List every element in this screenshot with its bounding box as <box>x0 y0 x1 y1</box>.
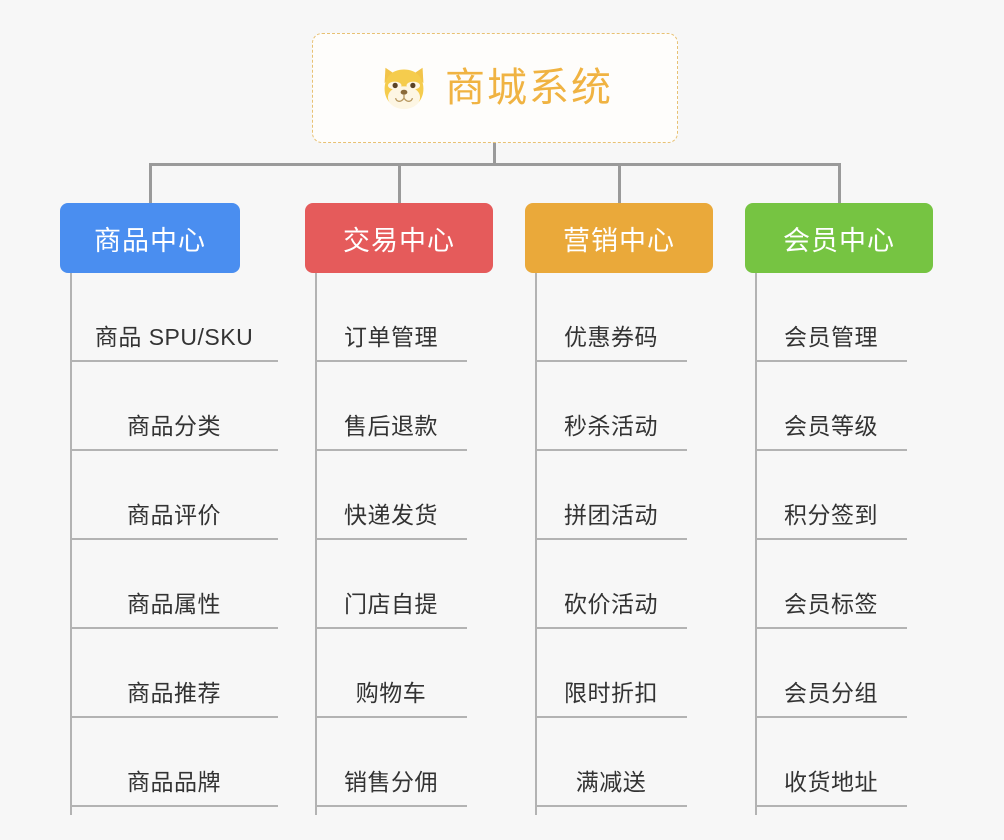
leaf-item-label: 商品 SPU/SKU <box>94 324 254 350</box>
leaf-item[interactable]: 秒杀活动 <box>535 362 687 451</box>
leaf-item[interactable]: 快递发货 <box>315 451 467 540</box>
leaf-item[interactable]: 商品推荐 <box>70 629 278 718</box>
leaf-item[interactable]: 商品评价 <box>70 451 278 540</box>
connector-drop-marketing-center <box>618 163 621 205</box>
category-box-member-center[interactable]: 会员中心 <box>745 203 933 273</box>
leaf-item[interactable]: 门店自提 <box>315 540 467 629</box>
leaf-item-label: 收货地址 <box>784 769 878 795</box>
connector-bus <box>149 163 841 166</box>
leaf-item-label: 销售分佣 <box>344 769 438 795</box>
category-label: 会员中心 <box>783 225 895 256</box>
leaf-item[interactable]: 会员管理 <box>755 273 907 362</box>
leaf-item[interactable]: 限时折扣 <box>535 629 687 718</box>
column-trunk-line <box>535 273 537 815</box>
category-label: 商品中心 <box>94 225 206 256</box>
leaf-item[interactable]: 购物车 <box>315 629 467 718</box>
leaf-item[interactable]: 订单管理 <box>315 273 467 362</box>
leaf-item[interactable]: 商品属性 <box>70 540 278 629</box>
column-trunk-line <box>70 273 72 815</box>
leaf-item[interactable]: 商品分类 <box>70 362 278 451</box>
leaf-item-label: 会员等级 <box>784 413 878 439</box>
leaf-item[interactable]: 售后退款 <box>315 362 467 451</box>
leaf-item-label: 商品分类 <box>127 413 221 439</box>
leaf-item-label: 会员管理 <box>784 324 878 350</box>
root-node[interactable]: 商城系统 <box>312 33 678 143</box>
category-box-marketing-center[interactable]: 营销中心 <box>525 203 713 273</box>
connector-root-stem <box>493 143 496 165</box>
category-label: 交易中心 <box>343 225 455 256</box>
leaf-item-label: 优惠券码 <box>564 324 658 350</box>
leaf-item[interactable]: 会员等级 <box>755 362 907 451</box>
leaf-item-label: 商品评价 <box>127 502 221 528</box>
leaf-item[interactable]: 商品 SPU/SKU <box>70 273 278 362</box>
leaf-item[interactable]: 积分签到 <box>755 451 907 540</box>
leaf-item-label: 积分签到 <box>784 502 878 528</box>
leaf-item[interactable]: 满减送 <box>535 718 687 807</box>
leaf-item-label: 商品属性 <box>127 591 221 617</box>
leaf-item[interactable]: 砍价活动 <box>535 540 687 629</box>
leaf-item-label: 快递发货 <box>344 502 438 528</box>
leaf-item[interactable]: 会员标签 <box>755 540 907 629</box>
leaf-item-label: 商品品牌 <box>127 769 221 795</box>
column-trunk-line <box>755 273 757 815</box>
leaf-list-member-center: 会员管理会员等级积分签到会员标签会员分组收货地址 <box>755 273 907 807</box>
leaf-item-label: 限时折扣 <box>564 680 658 706</box>
leaf-list-marketing-center: 优惠券码秒杀活动拼团活动砍价活动限时折扣满减送 <box>535 273 687 807</box>
leaf-item-label: 门店自提 <box>344 591 438 617</box>
category-box-product-center[interactable]: 商品中心 <box>60 203 240 273</box>
leaf-item-label: 会员分组 <box>784 680 878 706</box>
leaf-item[interactable]: 优惠券码 <box>535 273 687 362</box>
leaf-item-label: 会员标签 <box>784 591 878 617</box>
leaf-item-label: 满减送 <box>575 769 647 795</box>
leaf-item-label: 拼团活动 <box>564 502 658 528</box>
leaf-item[interactable]: 收货地址 <box>755 718 907 807</box>
connector-drop-product-center <box>149 163 152 205</box>
leaf-item-label: 订单管理 <box>344 324 438 350</box>
leaf-list-trade-center: 订单管理售后退款快递发货门店自提购物车销售分佣 <box>315 273 467 807</box>
shiba-dog-emoji <box>377 61 431 115</box>
category-box-trade-center[interactable]: 交易中心 <box>305 203 493 273</box>
leaf-item-label: 商品推荐 <box>127 680 221 706</box>
leaf-list-product-center: 商品 SPU/SKU 商品分类商品评价商品属性商品推荐商品品牌 <box>70 273 278 807</box>
leaf-item[interactable]: 会员分组 <box>755 629 907 718</box>
category-label: 营销中心 <box>563 225 675 256</box>
connector-drop-member-center <box>838 163 841 205</box>
leaf-item-label: 秒杀活动 <box>564 413 658 439</box>
column-trunk-line <box>315 273 317 815</box>
leaf-item-label: 砍价活动 <box>564 591 658 617</box>
root-title: 商城系统 <box>445 66 613 110</box>
leaf-item-label: 购物车 <box>355 680 427 706</box>
connector-drop-trade-center <box>398 163 401 205</box>
leaf-item[interactable]: 销售分佣 <box>315 718 467 807</box>
leaf-item[interactable]: 商品品牌 <box>70 718 278 807</box>
leaf-item[interactable]: 拼团活动 <box>535 451 687 540</box>
leaf-item-label: 售后退款 <box>344 413 438 439</box>
